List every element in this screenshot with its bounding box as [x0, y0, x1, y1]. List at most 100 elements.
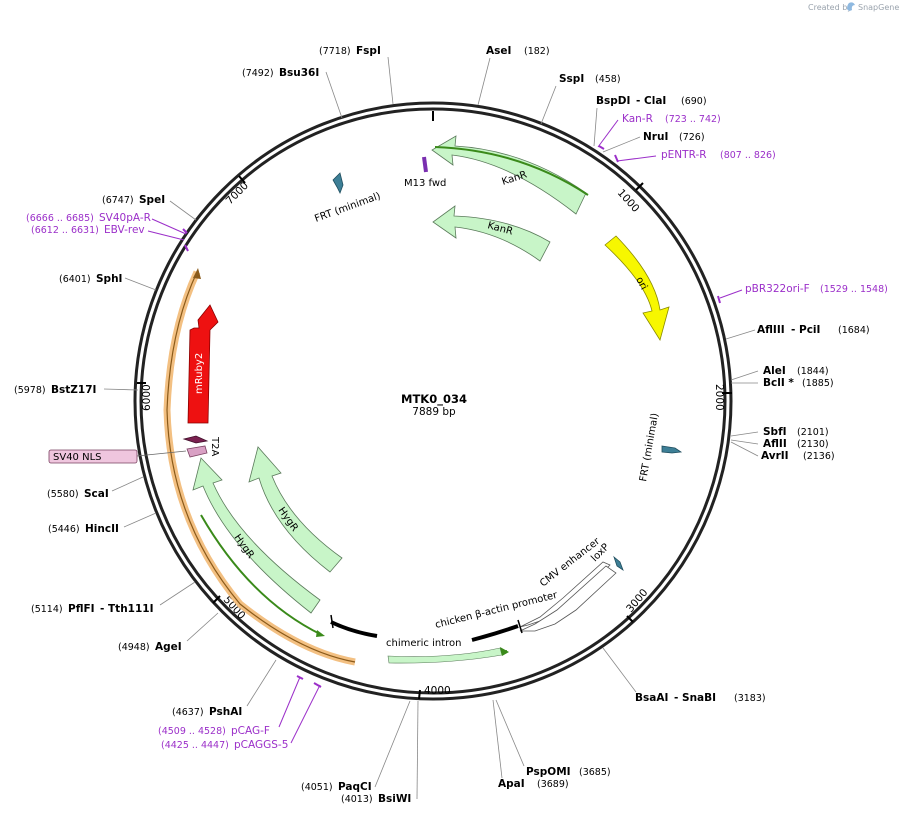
primer-pcaggs-pos: (4425 .. 4447): [161, 740, 229, 751]
intron-label: chimeric intron: [386, 638, 461, 649]
kanr-arrow-outer: [431, 135, 587, 215]
primer-kanr-name: Kan-R: [622, 113, 653, 125]
site-pshai-pos: (4637): [172, 707, 204, 718]
site-bsiwi-name: BsiWI: [378, 793, 411, 805]
frt-right-icon: [661, 445, 683, 454]
primer-sv40pa-pos: (6666 .. 6685): [26, 213, 94, 224]
site-nrui-pos: (726): [679, 132, 705, 143]
site-spei-pos: (6747): [102, 195, 134, 206]
plasmid-name: MTK0_034: [401, 392, 467, 407]
backbone-outer: [133, 101, 733, 701]
primer-pentr-name: pENTR-R: [661, 149, 707, 161]
tick-label-4000: 4000: [424, 685, 451, 697]
site-leaders: [103, 56, 759, 800]
site-sphi-name: SphI: [96, 273, 122, 285]
primer-ebv-pos: (6612 .. 6631): [31, 225, 99, 236]
site-sbfi-pos: (2101): [797, 427, 829, 438]
sv40-nls-box: [48, 449, 138, 464]
site-pshai-name: PshAI: [209, 706, 242, 718]
site-fspi-pos: (7718): [319, 46, 351, 57]
hygr-arrow-inner: [248, 446, 343, 573]
site-aflii-pos: (2130): [797, 439, 829, 450]
site-bcli-name: BclI *: [763, 377, 794, 389]
site-avrii-name: AvrII: [761, 450, 789, 462]
primer-kanr-pos: (723 .. 742): [665, 114, 721, 125]
frt-top-icon: [332, 172, 344, 194]
site-bstz17i-pos: (5978): [14, 385, 46, 396]
site-alei-name: AleI: [763, 365, 786, 377]
site-apai-pos: (3689): [537, 779, 569, 790]
site-bspdi-name: BspDI: [596, 95, 630, 107]
intron-end-tick: [517, 619, 523, 634]
site-afliii-pos: (1684): [838, 325, 870, 336]
site-clai-name: - ClaI: [636, 95, 666, 107]
site-alei-pos: (1844): [797, 366, 829, 377]
site-bsiwi-pos: (4013): [341, 794, 373, 805]
orf-line: [166, 271, 356, 663]
site-scai-name: ScaI: [84, 488, 109, 500]
t2a-icon: [182, 435, 209, 444]
primer-marks: [182, 145, 721, 688]
watermark-prefix: Created by: [808, 3, 852, 12]
frt-top-label: FRT (minimal): [313, 191, 382, 225]
site-agei-pos: (4948): [118, 642, 150, 653]
site-pflfi-name: PflFI: [68, 603, 95, 615]
site-apai-name: ApaI: [498, 778, 525, 790]
loxp-icon: [613, 555, 624, 572]
site-hincii-name: HincII: [85, 523, 119, 535]
primer-pbr322-pos: (1529 .. 1548): [820, 284, 888, 295]
site-sbfi-name: SbfI: [763, 426, 787, 438]
site-snabi-name: - SnaBI: [674, 692, 716, 704]
bottom-orf-arrow: [387, 647, 503, 664]
orf-head: [193, 268, 201, 279]
intron-start-tick: [330, 614, 334, 629]
ori-arrow: [604, 235, 670, 341]
site-bsu36i-pos: (7492): [242, 68, 274, 79]
site-scai-pos: (5580): [47, 489, 79, 500]
site-paqci-pos: (4051): [301, 782, 333, 793]
watermark-brand: SnapGene: [858, 3, 899, 12]
ori-label: ori: [633, 275, 649, 292]
primer-pbr322-name: pBR322ori-F: [745, 283, 810, 295]
backbone-inner: [139, 107, 727, 695]
site-afliii-name: AflIII: [757, 324, 785, 336]
site-bsaai-name: BsaAI: [635, 692, 668, 704]
kanr-orf-line: [434, 146, 589, 196]
mruby2-arrow: [187, 304, 219, 424]
site-tth111i-name: - Tth111I: [100, 603, 154, 615]
tick-label-2000: 2000: [713, 384, 725, 411]
primer-pcag-name: pCAG-F: [231, 725, 270, 737]
site-bspdi-pos: (690): [681, 96, 707, 107]
intron-segment-left: [330, 620, 378, 638]
m13-label: M13 fwd: [404, 178, 446, 189]
site-pcii-name: - PciI: [791, 324, 820, 336]
frt-right-label: FRT (minimal): [638, 412, 661, 482]
primer-leaders: [147, 119, 743, 744]
primer-ebv-name: EBV-rev: [104, 224, 145, 236]
site-nrui-name: NruI: [643, 131, 668, 143]
plasmid-length: 7889 bp: [412, 406, 456, 418]
site-paqci-name: PaqCI: [338, 781, 372, 793]
hygr-orf-head: [316, 630, 325, 637]
m13-marker: [422, 156, 428, 173]
site-pspomi-name: PspOMI: [526, 766, 571, 778]
sv40-nls-leader: [136, 450, 187, 457]
site-bsaai-pos: (3183): [734, 693, 766, 704]
primer-pcag-pos: (4509 .. 4528): [158, 726, 226, 737]
site-sspi-pos: (458): [595, 74, 621, 85]
site-fspi-name: FspI: [356, 45, 381, 57]
mruby2-label: mRuby2: [194, 353, 205, 394]
site-avrii-pos: (2136): [803, 451, 835, 462]
snapgene-logo-icon: [847, 2, 855, 11]
tick-marks: [137, 175, 732, 700]
site-spei-name: SpeI: [139, 194, 165, 206]
hygr-arrow-outer: [192, 457, 321, 614]
primer-sv40pa-name: SV40pA-R: [99, 212, 151, 224]
site-pspomi-pos: (3685): [579, 767, 611, 778]
primer-pentr-pos: (807 .. 826): [720, 150, 776, 161]
site-hincii-pos: (5446): [48, 524, 80, 535]
hygr-orf-line: [200, 514, 323, 636]
site-asei-name: AseI: [486, 45, 511, 57]
intron-segment-right: [471, 624, 519, 642]
